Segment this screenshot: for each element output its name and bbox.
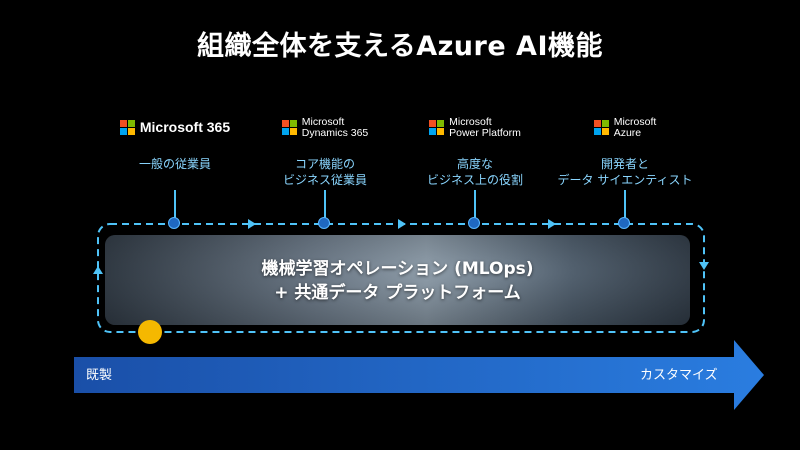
panel-line-1: 機械学習オペレーション (MLOps) xyxy=(261,259,534,279)
role-label: コア機能の ビジネス従業員 xyxy=(282,157,367,187)
timeline-node xyxy=(618,217,630,229)
microsoft-logo-icon xyxy=(593,120,609,135)
product-power-platform: Microsoft Power Platform xyxy=(395,112,555,143)
role-label: 高度な ビジネス上の役割 xyxy=(426,157,523,187)
arrow-end-label: カスタマイズ xyxy=(640,368,718,383)
product-name: Microsoft Power Platform xyxy=(449,115,521,139)
timeline-node xyxy=(468,217,480,229)
microsoft-logo-icon xyxy=(119,120,135,135)
arrow-right-icon xyxy=(248,219,256,229)
microsoft-logo-icon xyxy=(429,120,445,135)
role-label: 一般の従業員 xyxy=(138,157,211,171)
product-dynamics-365: Microsoft Dynamics 365 xyxy=(245,112,405,143)
slide-title: 組織全体を支えるAzure AI機能 xyxy=(197,31,603,62)
product-name: Microsoft Azure xyxy=(613,115,657,139)
role-label: 開発者と データ サイエンティスト xyxy=(557,157,693,187)
spectrum-arrow xyxy=(74,340,764,410)
product-name: Microsoft Dynamics 365 xyxy=(301,115,369,139)
product-name: Microsoft 365 xyxy=(139,119,231,135)
timeline-node xyxy=(318,217,330,229)
product-azure: Microsoft Azure xyxy=(545,112,705,143)
timeline-node xyxy=(168,217,180,229)
mlops-panel: 機械学習オペレーション (MLOps) + 共通データ プラットフォーム xyxy=(105,235,690,325)
panel-line-2: + 共通データ プラットフォーム xyxy=(274,283,521,303)
product-microsoft-365: Microsoft 365 xyxy=(95,112,255,143)
photo-overlay xyxy=(105,235,690,325)
arrow-right-icon xyxy=(548,219,556,229)
arrow-up-icon xyxy=(93,266,103,274)
gold-dot xyxy=(138,320,162,344)
arrow-down-icon xyxy=(699,262,709,270)
arrow-start-label: 既製 xyxy=(86,368,113,383)
arrow-right-icon xyxy=(398,219,406,229)
microsoft-logo-icon xyxy=(281,120,297,135)
